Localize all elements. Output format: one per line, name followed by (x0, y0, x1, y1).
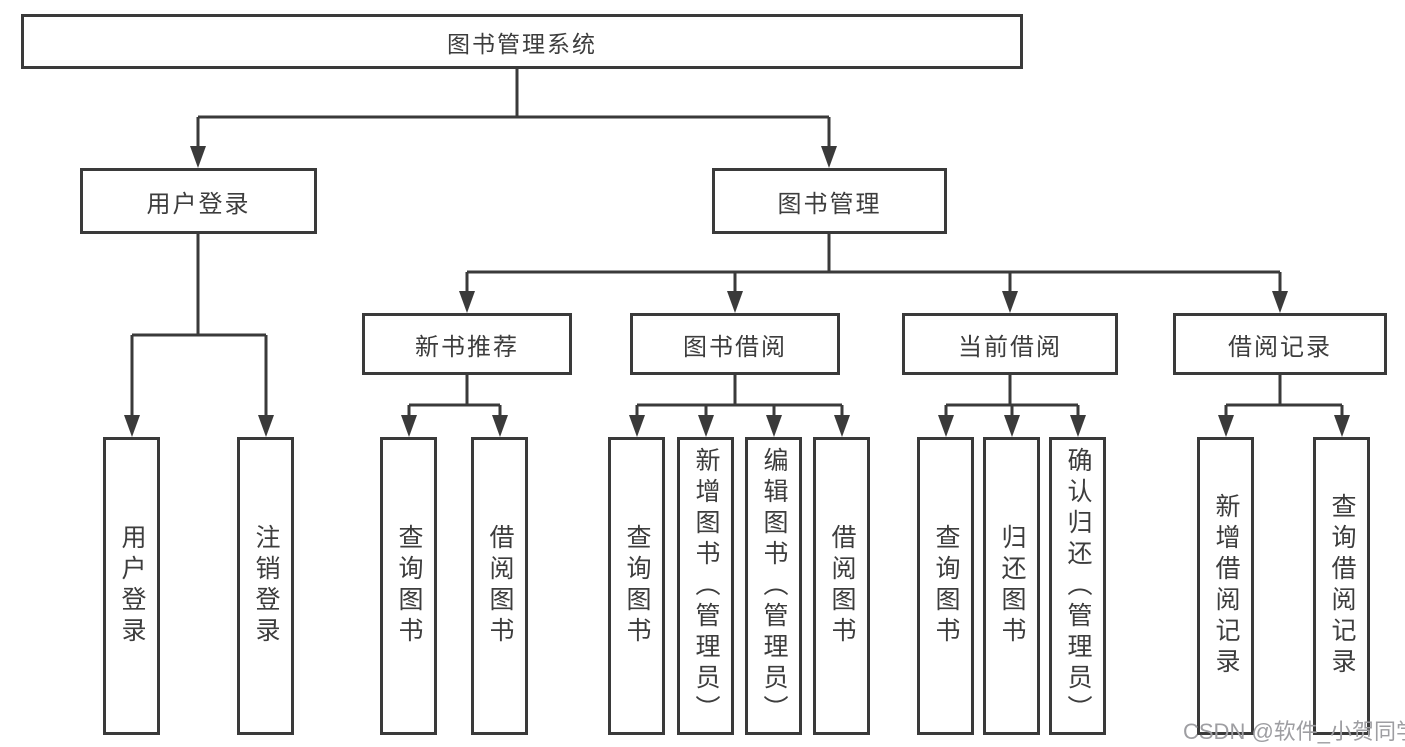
leaf-borrow-books: 借阅图书 (813, 437, 870, 735)
leaf-label: 查询图书 (395, 524, 423, 648)
leaf-label: 新增借阅记录 (1212, 493, 1240, 679)
node-current-borrowing: 当前借阅 (902, 313, 1118, 375)
leaf-label: 用户登录 (118, 524, 146, 648)
node-label: 当前借阅 (958, 333, 1062, 361)
leaf-query-books-borrowing: 查询图书 (608, 437, 665, 735)
leaf-query-borrow-record: 查询借阅记录 (1313, 437, 1370, 735)
leaf-label: 查询图书 (623, 524, 651, 648)
leaf-logout: 注销登录 (237, 437, 294, 735)
node-label: 图书借阅 (683, 333, 787, 361)
leaf-user-login: 用户登录 (103, 437, 160, 735)
node-book-management: 图书管理 (712, 168, 947, 234)
leaf-label: 确认归还（管理员） (1064, 446, 1092, 726)
node-new-book-recommend: 新书推荐 (362, 313, 572, 375)
leaf-label: 注销登录 (252, 524, 280, 648)
node-library-management-system: 图书管理系统 (21, 14, 1023, 69)
leaf-query-books-recommend: 查询图书 (380, 437, 437, 735)
node-label: 新书推荐 (415, 333, 519, 361)
leaf-label: 查询图书 (932, 524, 960, 648)
leaf-edit-books-admin: 编辑图书（管理员） (745, 437, 802, 735)
leaf-add-borrow-record: 新增借阅记录 (1197, 437, 1254, 735)
leaf-label: 借阅图书 (828, 524, 856, 648)
leaf-add-books-admin: 新增图书（管理员） (677, 437, 734, 735)
node-label: 图书管理 (777, 190, 882, 218)
leaf-label: 归还图书 (998, 524, 1026, 648)
node-label: 图书管理系统 (447, 30, 597, 57)
leaf-borrow-books-recommend: 借阅图书 (471, 437, 528, 735)
node-label: 借阅记录 (1228, 333, 1332, 361)
leaf-query-books-current: 查询图书 (917, 437, 974, 735)
csdn-watermark: CSDN @软件_小贺同学 (1183, 719, 1405, 744)
leaf-confirm-return-admin: 确认归还（管理员） (1049, 437, 1106, 735)
leaf-label: 新增图书（管理员） (692, 446, 720, 726)
leaf-return-books: 归还图书 (983, 437, 1040, 735)
leaf-label: 借阅图书 (486, 524, 514, 648)
node-book-borrowing: 图书借阅 (630, 313, 840, 375)
leaf-label: 查询借阅记录 (1328, 493, 1356, 679)
leaf-label: 编辑图书（管理员） (760, 446, 788, 726)
node-label: 用户登录 (146, 190, 251, 218)
node-user-login: 用户登录 (80, 168, 317, 234)
node-borrowing-records: 借阅记录 (1173, 313, 1387, 375)
